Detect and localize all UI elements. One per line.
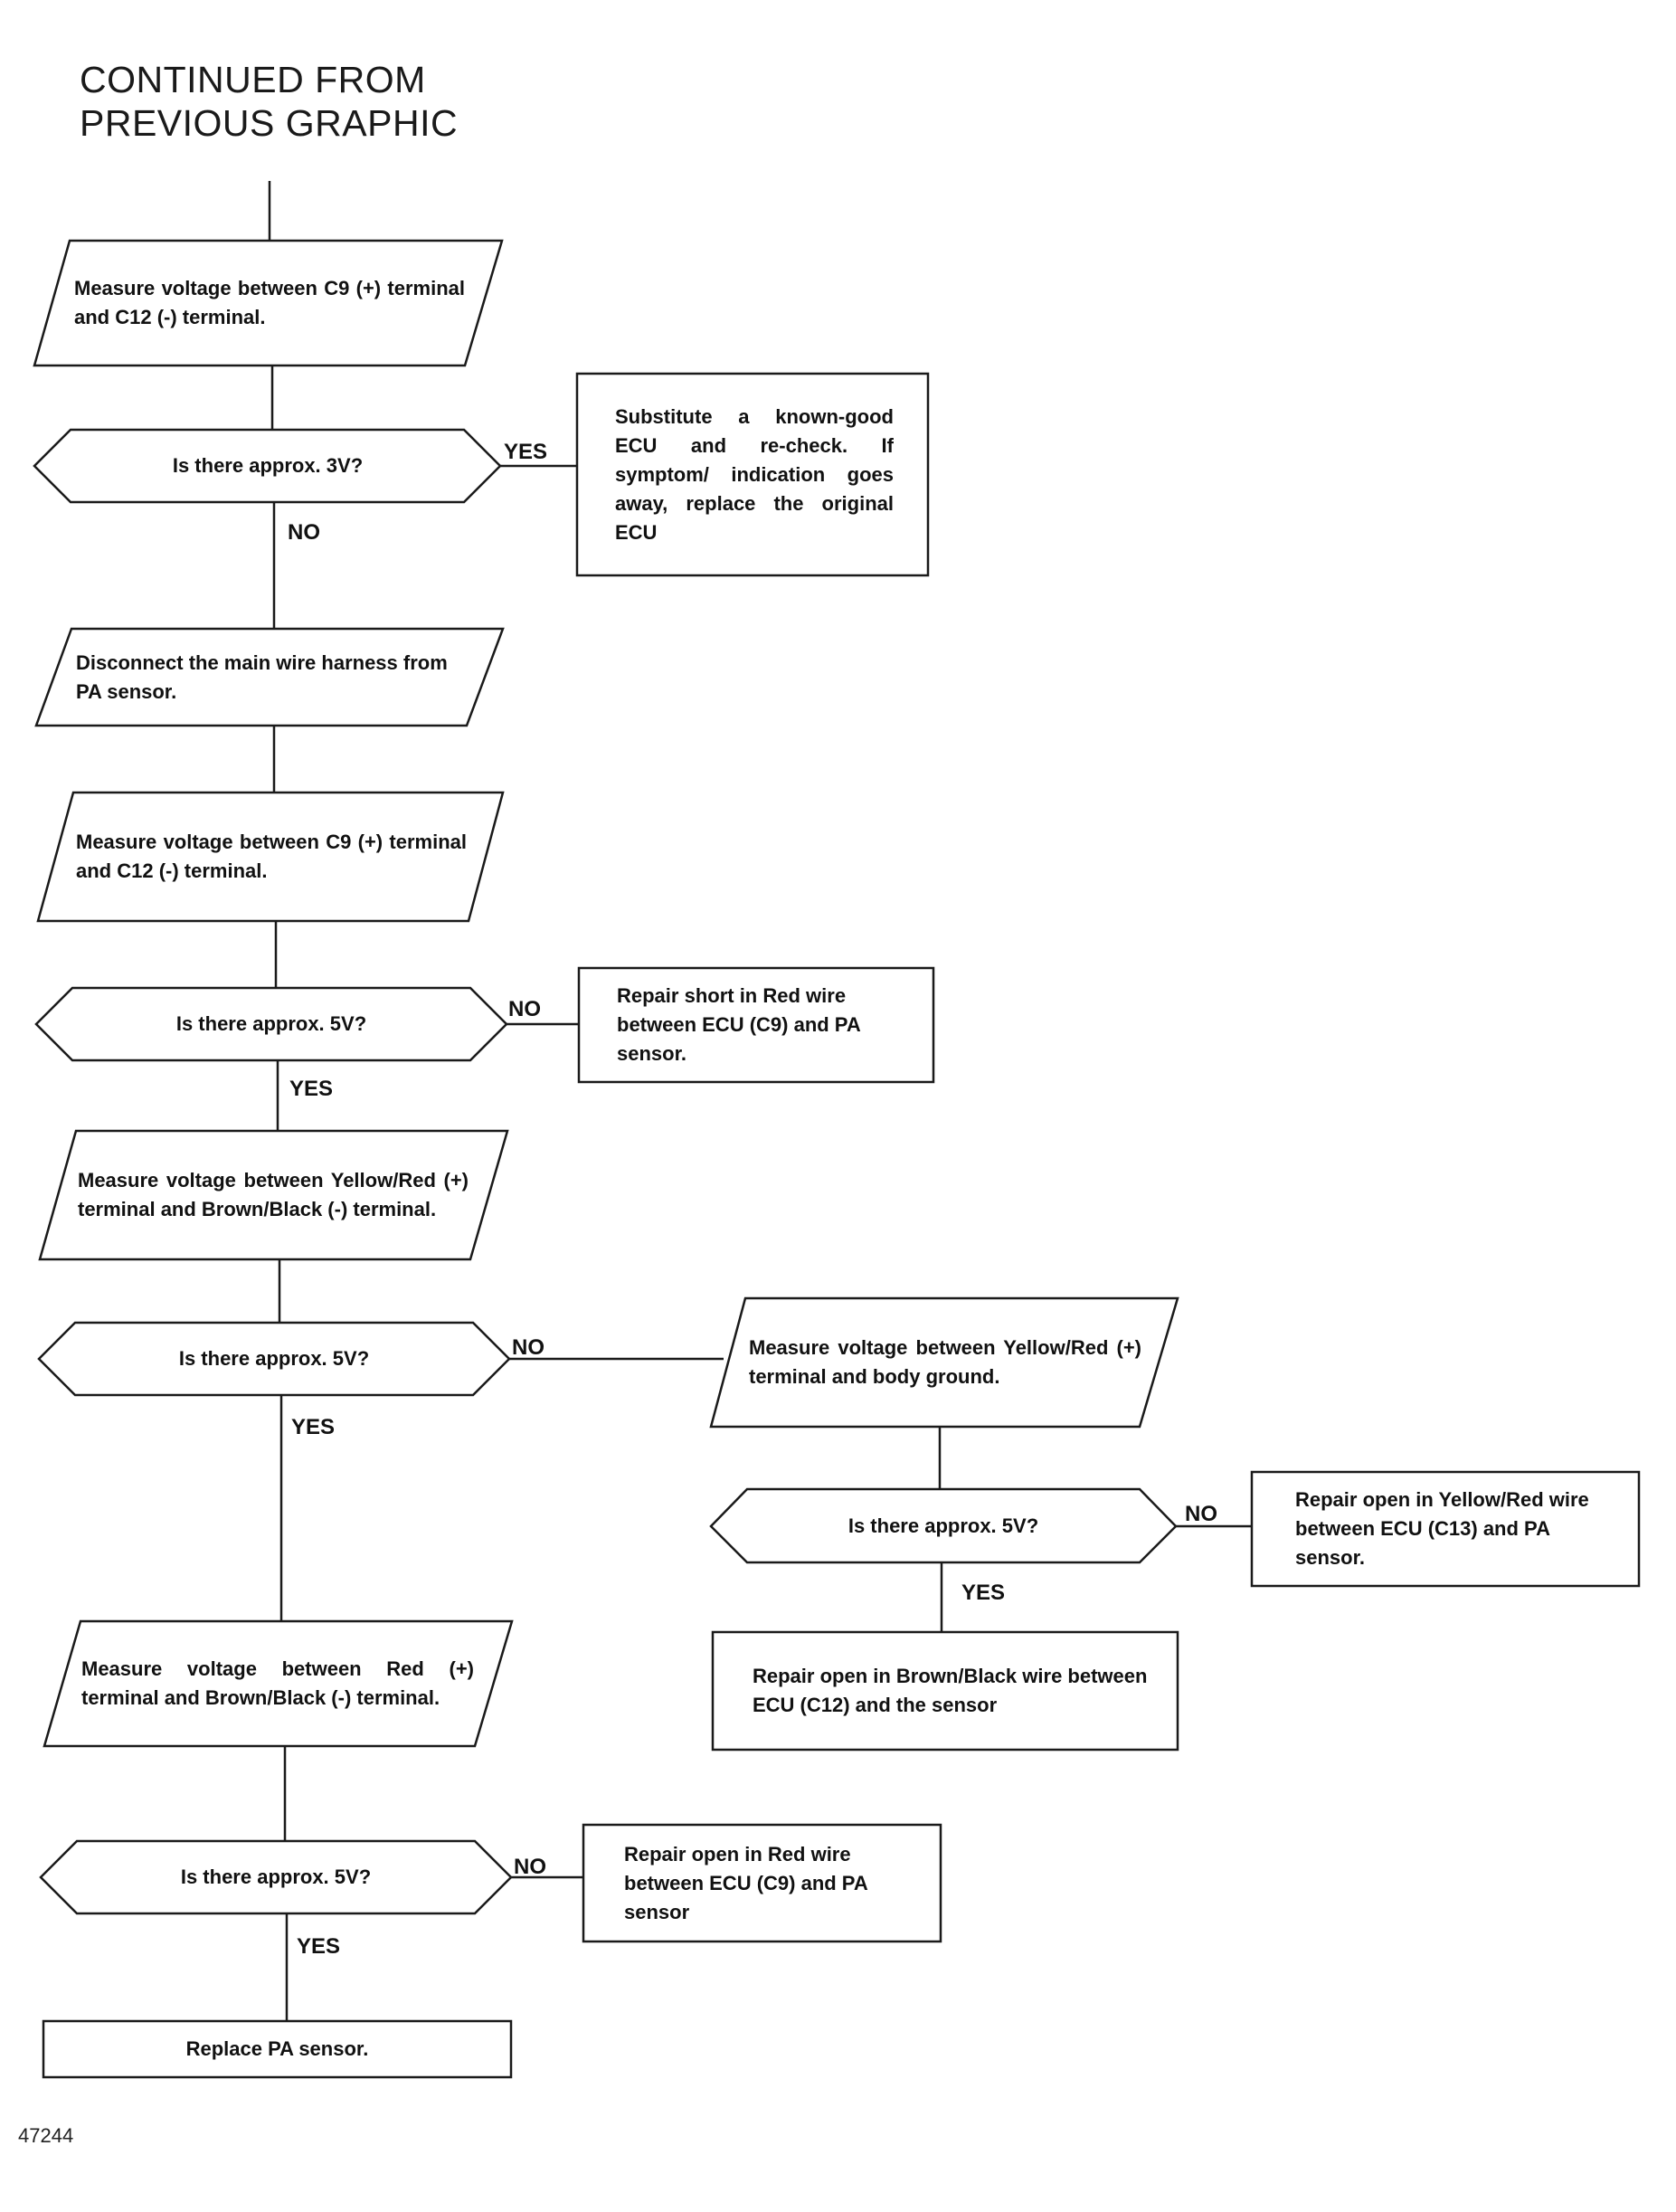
label-d3-no: NO bbox=[512, 1335, 544, 1360]
node-text-d1: Is there approx. 3V? bbox=[172, 454, 364, 477]
header-line-1: CONTINUED FROM bbox=[80, 59, 426, 100]
label-d2-yes: YES bbox=[289, 1077, 334, 1101]
node-text-n4: Measure voltage between Yellow/Red (+) t… bbox=[78, 1169, 469, 1220]
node-text-n6: Measure voltage between Red (+) terminal… bbox=[81, 1657, 474, 1709]
label-d1-no: NO bbox=[288, 520, 320, 545]
decision-d4 bbox=[709, 1487, 1178, 1564]
header-line-2: PREVIOUS GRAPHIC bbox=[80, 102, 459, 144]
label-d4-no: NO bbox=[1185, 1502, 1217, 1526]
node-text-n2: Disconnect the main wire harness from PA… bbox=[76, 651, 448, 703]
node-text-d5: Is there approx. 5V? bbox=[180, 1865, 372, 1888]
result-r2 bbox=[577, 966, 935, 1084]
process-n4 bbox=[38, 1129, 509, 1261]
result-n7 bbox=[42, 2019, 513, 2079]
result-r5 bbox=[582, 1823, 942, 1943]
node-text-r2: Repair short in Red wire between ECU (C9… bbox=[617, 984, 860, 1065]
result-r3 bbox=[1250, 1470, 1641, 1588]
decision-d5 bbox=[39, 1839, 513, 1915]
process-n2 bbox=[34, 627, 505, 727]
label-d5-yes: YES bbox=[297, 1934, 341, 1959]
node-text-r4: Repair open in Brown/Black wire between … bbox=[753, 1665, 1148, 1716]
label-d5-no: NO bbox=[514, 1855, 546, 1879]
node-text-r3: Repair open in Yellow/Red wire between E… bbox=[1295, 1488, 1589, 1569]
figure-id: 47244 bbox=[18, 2124, 74, 2147]
result-r1 bbox=[575, 372, 930, 577]
decision-d3 bbox=[37, 1321, 511, 1397]
label-d3-yes: YES bbox=[291, 1415, 336, 1439]
decision-d1 bbox=[33, 428, 502, 504]
node-text-n7: Replace PA sensor. bbox=[185, 2037, 369, 2060]
node-text-n3: Measure voltage between C9 (+) terminal … bbox=[76, 831, 467, 882]
process-n5 bbox=[709, 1296, 1179, 1429]
label-d1-yes: YES bbox=[504, 440, 548, 464]
node-text-n5: Measure voltage between Yellow/Red (+) t… bbox=[749, 1336, 1141, 1388]
label-d2-no: NO bbox=[508, 997, 541, 1021]
process-n1 bbox=[33, 239, 504, 367]
node-text-d4: Is there approx. 5V? bbox=[847, 1514, 1039, 1537]
node-text-r1: Substitute a known-good ECU and re-check… bbox=[615, 404, 894, 544]
continuation-header: CONTINUED FROM PREVIOUS GRAPHIC bbox=[80, 58, 458, 145]
decision-d2 bbox=[34, 986, 508, 1062]
node-text-r5: Repair open in Red wire between ECU (C9)… bbox=[624, 1842, 867, 1923]
result-r4 bbox=[711, 1630, 1179, 1752]
node-text-d2: Is there approx. 5V? bbox=[175, 1012, 367, 1035]
node-text-n1: Measure voltage between C9 (+) terminal … bbox=[74, 277, 465, 328]
label-d4-yes: YES bbox=[961, 1581, 1006, 1605]
node-text-d3: Is there approx. 5V? bbox=[178, 1347, 370, 1370]
process-n3 bbox=[36, 791, 505, 923]
process-n6 bbox=[43, 1619, 514, 1748]
